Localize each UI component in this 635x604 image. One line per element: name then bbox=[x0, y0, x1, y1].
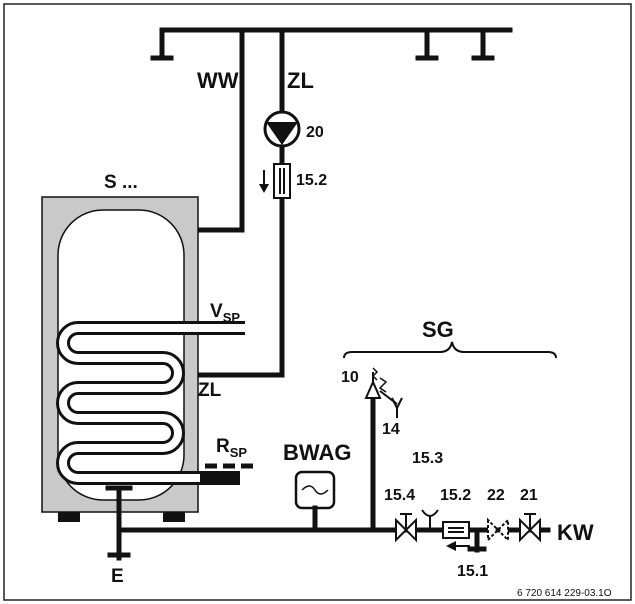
test-connector-icon bbox=[421, 509, 439, 530]
label-kw: KW bbox=[557, 520, 594, 545]
label-ww: WW bbox=[197, 68, 239, 93]
flow-arrow-icon bbox=[259, 170, 269, 193]
shutoff-valve-icon bbox=[395, 513, 417, 543]
expansion-vessel-icon bbox=[294, 470, 336, 533]
diagram-frame bbox=[3, 3, 632, 601]
label-filter-top: 15.2 bbox=[296, 172, 327, 189]
check-valve-icon bbox=[487, 517, 509, 543]
flow-direction-arrow bbox=[446, 541, 470, 551]
label-storage: S ... bbox=[104, 172, 138, 193]
strainer-icon bbox=[442, 521, 470, 539]
label-valve-15-1: 15.1 bbox=[457, 563, 488, 580]
label-vsp: VSP bbox=[210, 301, 240, 325]
label-bwag: BWAG bbox=[283, 440, 351, 465]
distribution-pipe bbox=[150, 27, 513, 61]
label-valve-15-2: 15.2 bbox=[440, 487, 471, 504]
label-valve-15-4: 15.4 bbox=[384, 487, 415, 504]
filter-icon bbox=[273, 163, 291, 199]
inlet-valve-icon bbox=[519, 513, 541, 543]
label-zl-coil: ZL bbox=[198, 380, 222, 401]
label-drain-e: E bbox=[111, 566, 124, 587]
circulation-pump-icon bbox=[263, 110, 301, 148]
label-valve-15-3: 15.3 bbox=[412, 450, 443, 467]
drain-funnel-icon bbox=[391, 397, 403, 418]
label-valve-22: 22 bbox=[487, 487, 505, 504]
label-valve-14: 14 bbox=[382, 421, 400, 438]
drain-valve-icon bbox=[467, 527, 487, 553]
label-valve-10: 10 bbox=[341, 369, 359, 386]
label-zl-top: ZL bbox=[287, 68, 314, 93]
figure-reference: 6 720 614 229-03.1O bbox=[517, 588, 612, 599]
safety-group-brace bbox=[343, 341, 557, 359]
label-sg: SG bbox=[422, 317, 454, 342]
label-valve-21: 21 bbox=[520, 487, 538, 504]
label-rsp: RSP bbox=[216, 436, 247, 460]
label-pump: 20 bbox=[306, 124, 324, 141]
